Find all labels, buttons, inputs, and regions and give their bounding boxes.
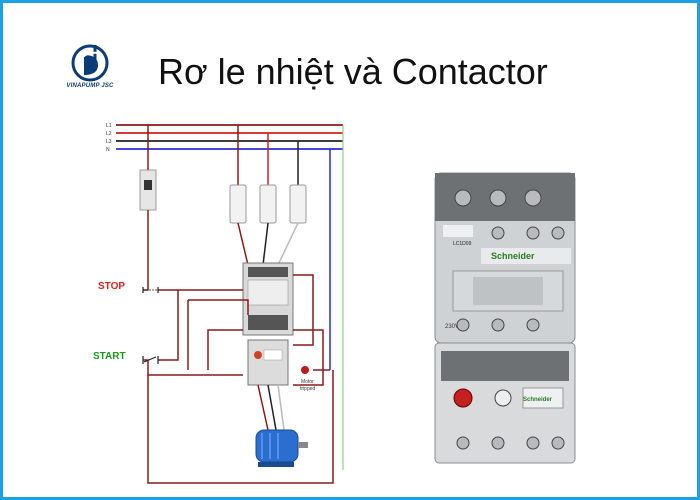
product-model: LC1D09: [453, 241, 472, 247]
stop-label: STOP: [98, 281, 125, 292]
line-label-n: N: [106, 147, 110, 153]
stop-button-symbol: [142, 287, 159, 293]
thermal-relay: [247, 339, 289, 386]
line-label-l2: L2: [106, 131, 112, 137]
line-label-l3: L3: [106, 139, 112, 145]
wiring-diagram: L1 L2 L3 N: [93, 123, 344, 484]
contactor: [242, 262, 294, 336]
start-button-symbol: [142, 356, 159, 364]
circuit-breaker: [139, 169, 157, 211]
product-brand: Schneider: [491, 251, 535, 261]
line-label-l1: L1: [106, 123, 112, 129]
logo-text: VINAPUMP JSC: [66, 83, 114, 89]
power-lines: L1 L2 L3 N: [106, 123, 343, 153]
tripped-indicator: [301, 366, 309, 374]
relay-brand: Schneider: [523, 397, 553, 403]
start-label: START: [93, 351, 126, 362]
fuses: [229, 184, 307, 224]
contactor-product-photo: Schneider 230V AC Schneider LC1D09: [434, 172, 576, 464]
tripped-label-1: Motor: [301, 379, 314, 385]
tripped-label-2: tripped: [300, 386, 316, 392]
vinapump-logo-icon: [71, 44, 109, 82]
page-title: Rơ le nhiệt và Contactor: [158, 51, 548, 92]
motor-icon: [255, 429, 308, 467]
